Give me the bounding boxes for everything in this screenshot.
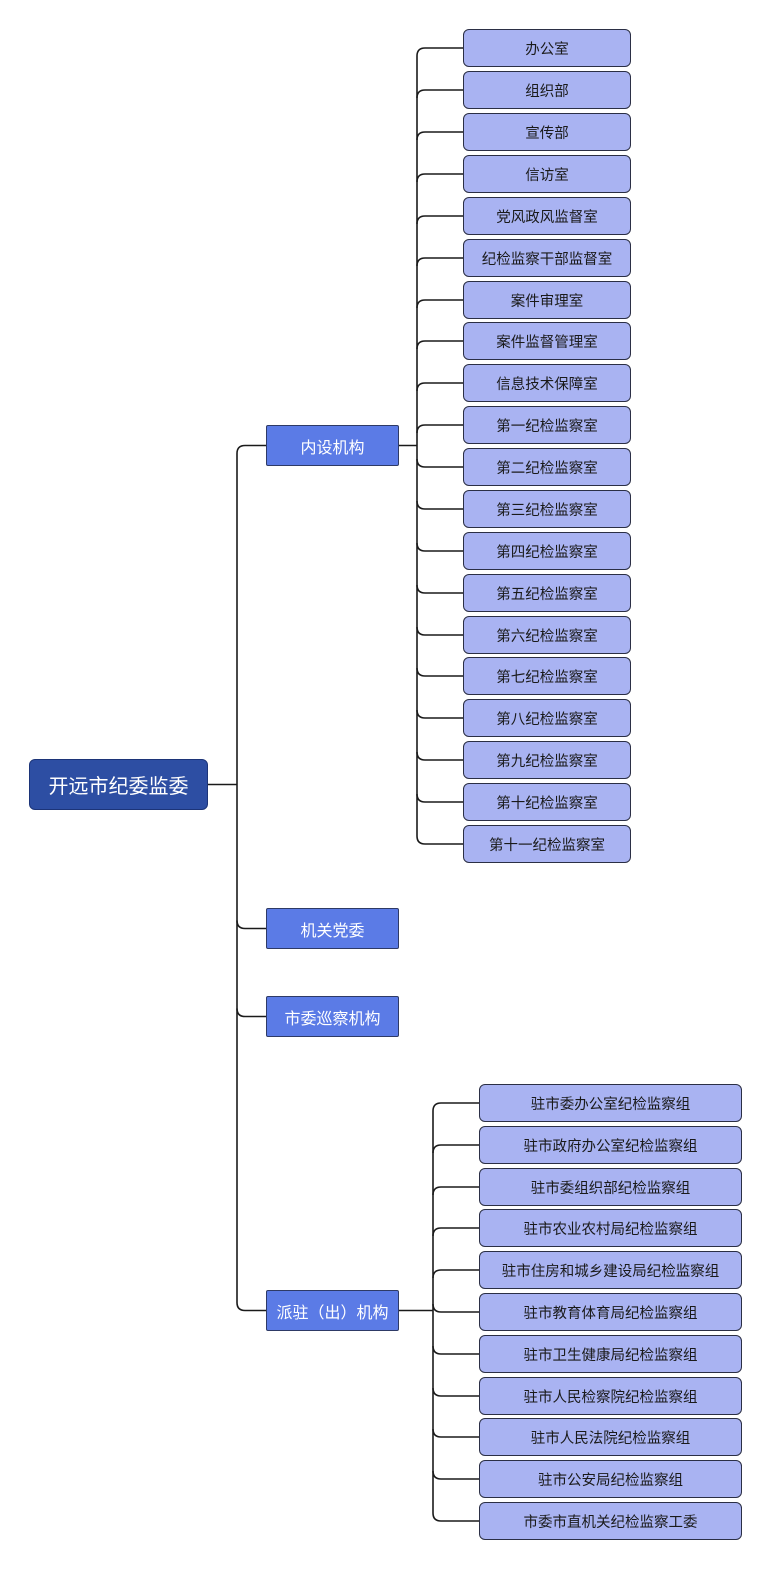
leaf-node: 信息技术保障室 [463, 364, 631, 402]
leaf-node: 宣传部 [463, 113, 631, 151]
connector-line [416, 709, 463, 719]
leaf-node: 驻市卫生健康局纪检监察组 [479, 1335, 742, 1373]
leaf-node: 驻市公安局纪检监察组 [479, 1460, 742, 1498]
leaf-node: 信访室 [463, 155, 631, 193]
leaf-node: 案件审理室 [463, 281, 631, 319]
leaf-node: 驻市委办公室纪检监察组 [479, 1084, 742, 1122]
connector-line [416, 542, 463, 552]
connector-line [416, 382, 463, 392]
leaf-node: 驻市人民法院纪检监察组 [479, 1418, 742, 1456]
connector-line [432, 1227, 479, 1237]
leaf-node: 组织部 [463, 71, 631, 109]
connector-line [432, 1303, 479, 1313]
leaf-node: 第六纪检监察室 [463, 616, 631, 654]
connector-line [416, 173, 463, 183]
connector-line [432, 1470, 479, 1480]
connector-line [432, 1512, 479, 1522]
connector-line [432, 1387, 479, 1397]
connector-line [432, 1345, 479, 1355]
leaf-node: 第五纪检监察室 [463, 574, 631, 612]
leaf-node: 第十一纪检监察室 [463, 825, 631, 863]
leaf-node: 第七纪检监察室 [463, 657, 631, 695]
leaf-node: 驻市委组织部纪检监察组 [479, 1168, 742, 1206]
connector-line [416, 584, 463, 594]
connector-line [416, 340, 463, 350]
leaf-node: 市委市直机关纪检监察工委 [479, 1502, 742, 1540]
branch-inspection-agency: 市委巡察机构 [266, 996, 399, 1037]
leaf-node: 第九纪检监察室 [463, 741, 631, 779]
connector-line [432, 1186, 479, 1196]
leaf-node: 第十纪检监察室 [463, 783, 631, 821]
leaf-node: 办公室 [463, 29, 631, 67]
branch-party-committee: 机关党委 [266, 908, 399, 949]
connector-line [432, 1144, 479, 1154]
connector-line [416, 89, 463, 99]
connector-line [416, 458, 463, 468]
branch-stationed-agencies: 派驻（出）机构 [266, 1290, 399, 1331]
connector-line [416, 626, 463, 636]
leaf-node: 驻市人民检察院纪检监察组 [479, 1377, 742, 1415]
leaf-node: 驻市农业农村局纪检监察组 [479, 1209, 742, 1247]
connector-line [416, 131, 463, 141]
connector-line [236, 920, 266, 930]
connector-line [236, 1008, 266, 1018]
connector-line [236, 1302, 266, 1312]
leaf-node: 案件监督管理室 [463, 322, 631, 360]
leaf-node: 驻市政府办公室纪检监察组 [479, 1126, 742, 1164]
connector-line [432, 1428, 479, 1438]
connector-line [416, 215, 463, 225]
leaf-node: 第二纪检监察室 [463, 448, 631, 486]
connector-line [432, 1269, 479, 1279]
leaf-node: 第四纪检监察室 [463, 532, 631, 570]
leaf-node: 驻市住房和城乡建设局纪检监察组 [479, 1251, 742, 1289]
leaf-node: 纪检监察干部监督室 [463, 239, 631, 277]
connector-line [416, 793, 463, 803]
leaf-node: 第三纪检监察室 [463, 490, 631, 528]
connector-line [416, 257, 463, 267]
connector-line [432, 1102, 479, 1112]
connector-line [416, 751, 463, 761]
connector-line [416, 500, 463, 510]
leaf-node: 党风政风监督室 [463, 197, 631, 235]
connector-line [416, 835, 463, 845]
connector-line [416, 299, 463, 309]
leaf-node: 驻市教育体育局纪检监察组 [479, 1293, 742, 1331]
connector-line [236, 444, 266, 454]
branch-internal-departments: 内设机构 [266, 425, 399, 466]
leaf-node: 第八纪检监察室 [463, 699, 631, 737]
leaf-node: 第一纪检监察室 [463, 406, 631, 444]
root-node: 开远市纪委监委 [29, 759, 208, 810]
connector-line [416, 47, 463, 57]
connector-line [416, 424, 463, 434]
connector-line [416, 667, 463, 677]
